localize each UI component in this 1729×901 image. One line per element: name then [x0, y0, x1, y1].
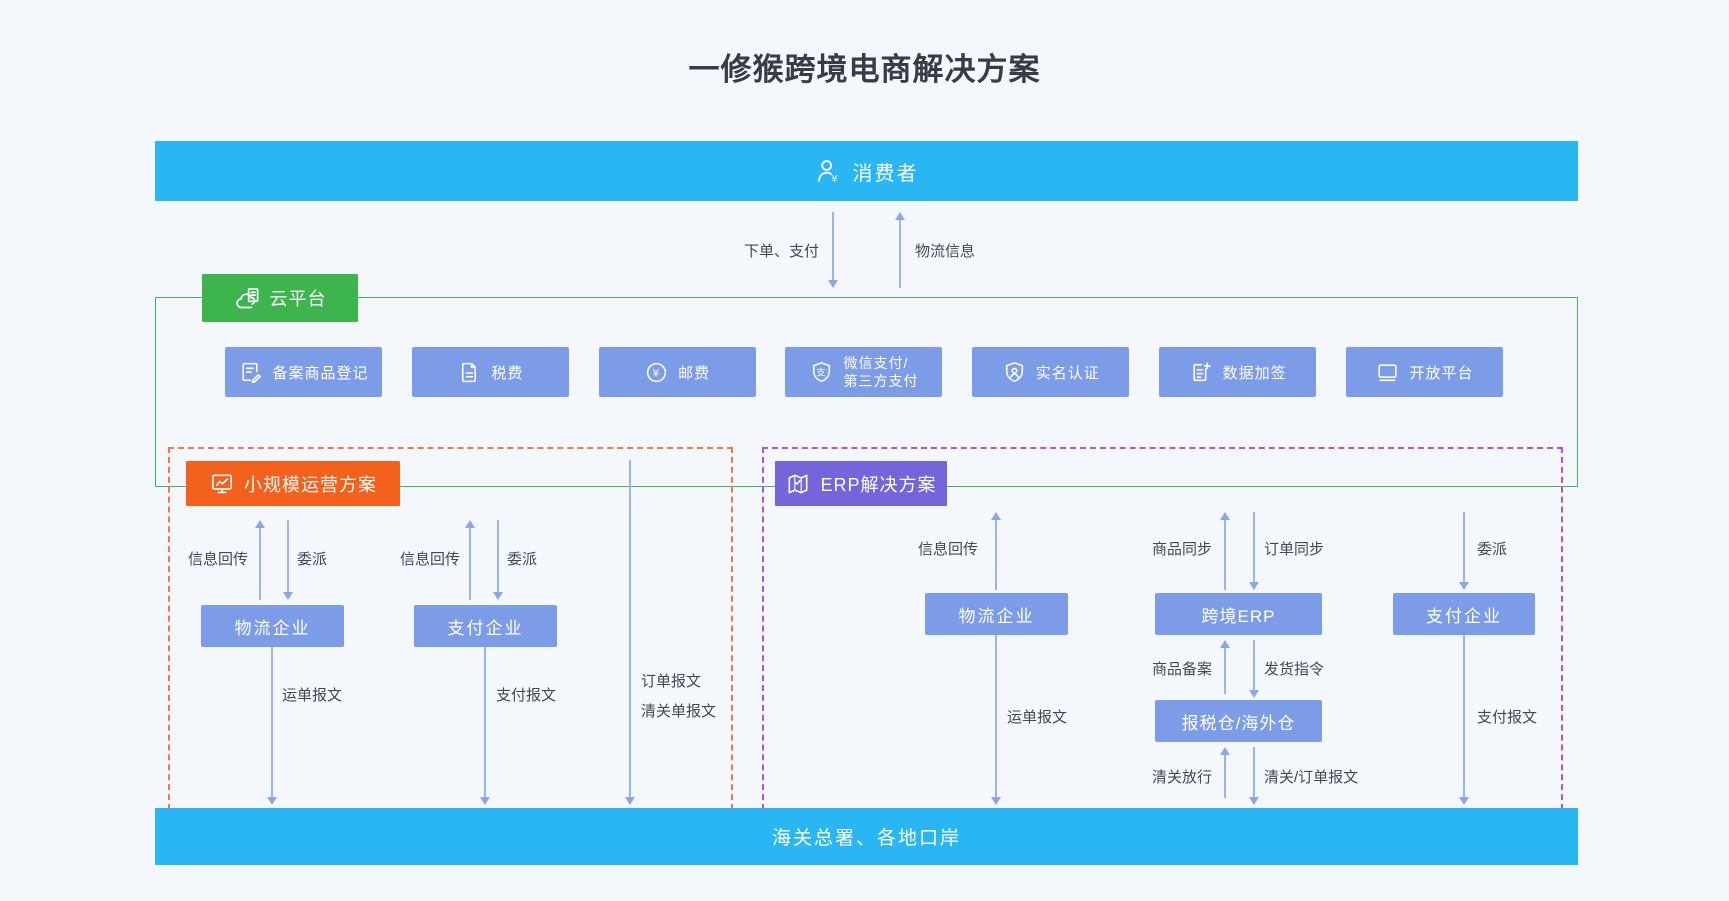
consumer-banner-label: 消费者: [853, 157, 919, 186]
info-return-label-2: 信息回传: [400, 548, 460, 569]
entity-box-logistics-erp: 物流企业: [925, 593, 1068, 635]
service-label: 微信支付/ 第三方支付: [843, 354, 918, 390]
erp-info-return-label: 信息回传: [918, 538, 978, 559]
info-return-up-arrow-2: [469, 528, 471, 600]
wechat-pay-shield-icon: 支: [809, 360, 834, 385]
erp-waybill-label: 运单报文: [1007, 706, 1067, 727]
service-box-wechat-pay: 支 微信支付/ 第三方支付: [785, 347, 942, 397]
svg-text:支: 支: [817, 366, 827, 377]
delegate-label-1: 委派: [297, 548, 327, 569]
delegate-label-2: 委派: [507, 548, 537, 569]
order-pay-down-arrow: [832, 212, 834, 280]
cloud-platform-label: 云平台: [270, 285, 327, 311]
entity-box-logistics-small: 物流企业: [201, 605, 344, 647]
service-label: 数据加签: [1223, 362, 1287, 383]
erp-payment-msg-label: 支付报文: [1477, 706, 1537, 727]
small-scale-badge: 小规模运营方案: [186, 461, 400, 506]
erp-label: ERP解决方案: [820, 471, 936, 497]
service-box-postage: ¥ 邮费: [599, 347, 756, 397]
consumer-yuan-icon: ¥: [815, 157, 843, 185]
payment-msg-label-small: 支付报文: [496, 684, 556, 705]
erp-waybill-down-arrow: [995, 635, 997, 797]
order-pay-label: 下单、支付: [744, 240, 819, 261]
service-label: 开放平台: [1409, 362, 1473, 383]
goods-record-up-arrow: [1224, 648, 1226, 694]
delegate-down-arrow-2: [497, 520, 499, 592]
erp-delegate-label: 委派: [1477, 538, 1507, 559]
service-box-identity: 实名认证: [972, 347, 1129, 397]
customs-banner-label: 海关总署、各地口岸: [772, 823, 961, 850]
order-msg-down-arrow: [629, 460, 631, 797]
payment-msg-down-arrow-small: [484, 647, 486, 797]
entity-box-payment-erp: 支付企业: [1393, 593, 1535, 635]
data-sign-doc-icon: [1189, 360, 1214, 385]
registration-doc-pencil-icon: [238, 360, 263, 385]
delegate-down-arrow-1: [287, 520, 289, 592]
erp-payment-msg-down-arrow: [1463, 635, 1465, 797]
service-label: 邮费: [678, 362, 710, 383]
svg-text:¥: ¥: [652, 367, 660, 379]
page-title: 一修猴跨境电商解决方案: [0, 44, 1729, 89]
goods-sync-label: 商品同步: [1152, 538, 1212, 559]
customs-release-up-arrow: [1224, 755, 1226, 798]
service-box-tax: 税费: [412, 347, 569, 397]
map-check-icon: [785, 471, 811, 497]
waybill-down-arrow-small: [271, 647, 273, 797]
service-box-open-platform: 开放平台: [1346, 347, 1503, 397]
goods-record-label: 商品备案: [1152, 658, 1212, 679]
open-platform-monitor-icon: [1375, 360, 1400, 385]
tax-doc-icon: [457, 360, 482, 385]
service-box-data-sign: 数据加签: [1159, 347, 1316, 397]
service-label: 实名认证: [1036, 362, 1100, 383]
entity-box-payment-small: 支付企业: [414, 605, 557, 647]
service-label: 税费: [491, 362, 523, 383]
ship-cmd-label: 发货指令: [1264, 658, 1324, 679]
waybill-label-small: 运单报文: [282, 684, 342, 705]
customs-order-msg-label: 清关/订单报文: [1264, 766, 1358, 787]
monitor-chart-icon: [209, 471, 235, 497]
goods-sync-up-arrow: [1224, 520, 1226, 590]
postage-yuan-circle-icon: ¥: [644, 360, 669, 385]
order-msg-label-line2: 清关单报文: [641, 700, 716, 721]
order-sync-down-arrow: [1253, 512, 1255, 582]
consumer-banner: ¥ 消费者: [155, 141, 1578, 201]
identity-shield-icon: [1002, 360, 1027, 385]
info-return-label-1: 信息回传: [188, 548, 248, 569]
svg-text:¥: ¥: [830, 173, 837, 185]
service-box-registration: 备案商品登记: [225, 347, 382, 397]
erp-info-return-up-arrow: [995, 520, 997, 590]
erp-delegate-down-arrow: [1463, 512, 1465, 582]
customs-release-label: 清关放行: [1152, 766, 1212, 787]
cloud-server-icon: [234, 285, 261, 312]
entity-box-cross-border-erp: 跨境ERP: [1155, 593, 1322, 635]
customs-order-msg-down-arrow: [1253, 747, 1255, 797]
erp-badge: ERP解决方案: [775, 461, 947, 506]
ship-cmd-down-arrow: [1253, 640, 1255, 690]
customs-banner: 海关总署、各地口岸: [155, 808, 1578, 865]
small-scale-label: 小规模运营方案: [244, 471, 377, 497]
entity-box-warehouse: 报税仓/海外仓: [1155, 700, 1322, 742]
order-msg-label-line1: 订单报文: [641, 670, 701, 691]
cloud-services-row: 备案商品登记 税费 ¥ 邮费 支 微信支付/ 第三方支付: [225, 347, 1503, 397]
cloud-platform-badge: 云平台: [202, 274, 358, 322]
service-label: 备案商品登记: [272, 362, 368, 383]
info-return-up-arrow-1: [259, 528, 261, 600]
logistics-info-up-arrow: [899, 220, 901, 288]
logistics-info-label: 物流信息: [915, 240, 975, 261]
order-sync-label: 订单同步: [1264, 538, 1324, 559]
